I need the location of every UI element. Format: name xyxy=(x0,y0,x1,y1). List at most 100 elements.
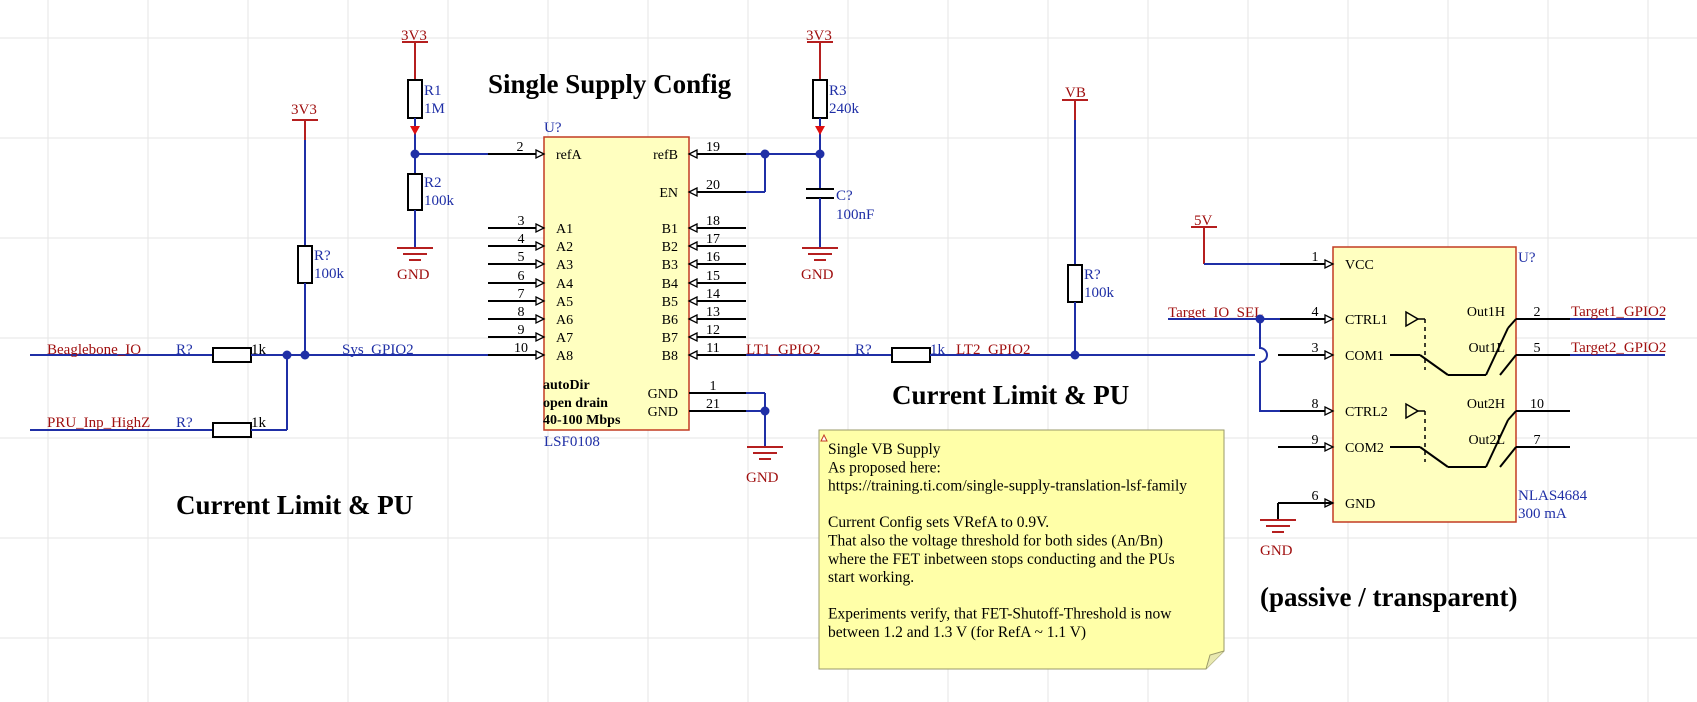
pin-name: A1 xyxy=(556,222,573,237)
resistor-value-pru: 1k xyxy=(251,415,267,431)
spdt-switch-icon xyxy=(1390,402,1517,468)
note-page-curl xyxy=(1205,650,1225,670)
pin-number: 18 xyxy=(706,214,720,229)
left-input-section: Beaglebone_IO R? 1k PRU_Inp_HighZ R? 1k … xyxy=(30,102,488,438)
pin-name: B4 xyxy=(662,277,678,292)
pin-number: 21 xyxy=(706,397,720,412)
pin-name: GND xyxy=(648,387,678,402)
pin-name: COM1 xyxy=(1345,349,1384,364)
pin-direction-icon xyxy=(687,258,698,270)
title-current-limit-left: Current Limit & PU xyxy=(176,490,413,520)
pin-name: B1 xyxy=(662,222,678,237)
power-gnd-nlas: GND xyxy=(1260,543,1293,559)
resistor-pu-left-body xyxy=(297,245,313,284)
power-3v3-pu: 3V3 xyxy=(291,102,317,118)
pin-name: A4 xyxy=(556,277,573,292)
note-line: Single VB Supply xyxy=(828,441,941,458)
net-label-target-io-sel: Target_IO_SEL xyxy=(1168,305,1263,321)
pin-name: Out2L xyxy=(1468,433,1505,448)
pin-number: 7 xyxy=(518,287,525,302)
lsf0108-body xyxy=(543,136,690,431)
pin-number: 8 xyxy=(1312,397,1319,412)
resistor-value-pu-left: 100k xyxy=(314,266,345,282)
pin-name: EN xyxy=(659,186,678,201)
pin-number: 14 xyxy=(706,287,720,302)
note-line: As proposed here: xyxy=(828,459,941,476)
note-line: That also the voltage threshold for both… xyxy=(828,533,1163,550)
crossover-wire xyxy=(1259,319,1280,412)
power-3v3-r1: 3V3 xyxy=(401,28,427,44)
pin-number: 2 xyxy=(517,140,524,155)
ground-symbol-c xyxy=(802,247,838,261)
pin-direction-icon xyxy=(687,222,698,234)
pin-name: A3 xyxy=(556,258,573,273)
refb-network: 3V3 R3 240k C? 100nF GND xyxy=(746,28,874,283)
note-line: between 1.2 and 1.3 V (for RefA ~ 1.1 V) xyxy=(828,624,1086,641)
resistor-lt-body xyxy=(891,347,931,363)
pin-direction-icon xyxy=(535,331,546,343)
note-collapse-icon[interactable] xyxy=(820,433,828,442)
pin-number: 4 xyxy=(518,232,525,247)
junction-dot xyxy=(300,350,310,360)
title-single-supply-config: Single Supply Config xyxy=(488,69,732,99)
pin-name: B8 xyxy=(662,349,678,364)
lsf-part-number: LSF0108 xyxy=(544,434,600,450)
net-label-pru-inp: PRU_Inp_HighZ xyxy=(47,415,150,431)
pin-number: 19 xyxy=(706,140,720,155)
note-line: start working. xyxy=(828,569,914,586)
pin-number: 17 xyxy=(706,232,720,247)
note-line: Experiments verify, that FET-Shutoff-Thr… xyxy=(828,606,1172,623)
lsf-pin-a6: 8A6 xyxy=(488,305,573,328)
pin-number: 6 xyxy=(518,269,525,284)
pin-direction-icon xyxy=(687,186,698,198)
lsf-note-line: open drain xyxy=(543,396,608,411)
resistor-ref-r1: R1 xyxy=(424,83,442,99)
resistor-ref-pu-left: R? xyxy=(314,248,331,264)
pin-number: 7 xyxy=(1534,433,1541,448)
pin-direction-icon xyxy=(1324,349,1335,361)
lsf-pin-a2: 4A2 xyxy=(488,232,573,255)
ground-symbol-nlas xyxy=(1260,519,1296,533)
pin-direction-icon xyxy=(535,222,546,234)
pin-direction-icon xyxy=(1324,441,1335,453)
pin-name: Out1H xyxy=(1467,305,1505,320)
resistor-ref-pu-vb: R? xyxy=(1084,267,1101,283)
ground-symbol-r2 xyxy=(397,247,433,261)
pin-number: 15 xyxy=(706,269,720,284)
pin-direction-icon xyxy=(535,277,546,289)
capacitor-ref: C? xyxy=(836,188,853,204)
pin-number: 10 xyxy=(1530,397,1544,412)
power-gnd-u: GND xyxy=(746,470,779,486)
pin-number: 3 xyxy=(1312,341,1319,356)
lsf-pin-a1: 3A1 xyxy=(488,214,573,237)
resistor-ref-bb: R? xyxy=(176,342,193,358)
pin-number: 9 xyxy=(518,323,525,338)
resistor-value-r2: 100k xyxy=(424,193,455,209)
nlas4684-ic: U? NLAS4684 300 mA 1VCC4CTRL13COM18CTRL2… xyxy=(1168,213,1666,559)
nlas-part-number: NLAS4684 xyxy=(1518,488,1588,504)
nlas-current-rating: 300 mA xyxy=(1518,506,1567,522)
note-line: where the FET inbetween stops conducting… xyxy=(828,551,1175,568)
lsf-pin-a7: 9A7 xyxy=(488,323,573,346)
nlas-switch-symbols xyxy=(1390,310,1517,468)
junction-dot xyxy=(410,149,420,159)
pin-name: refB xyxy=(653,148,678,163)
marker-arrow xyxy=(815,126,825,135)
resistor-value-r3: 240k xyxy=(829,101,860,117)
pin-number: 6 xyxy=(1312,489,1319,504)
pin-name: A2 xyxy=(556,240,573,255)
lsf-pin-refb: 19 refB xyxy=(653,140,746,163)
lsf0108-ic: U? LSF0108 2refA3A14A25A36A47A58A69A710A… xyxy=(488,120,746,450)
pin-name: CTRL2 xyxy=(1345,405,1388,420)
junction-dot xyxy=(760,149,770,159)
title-passive-transparent: (passive / transparent) xyxy=(1260,582,1518,612)
